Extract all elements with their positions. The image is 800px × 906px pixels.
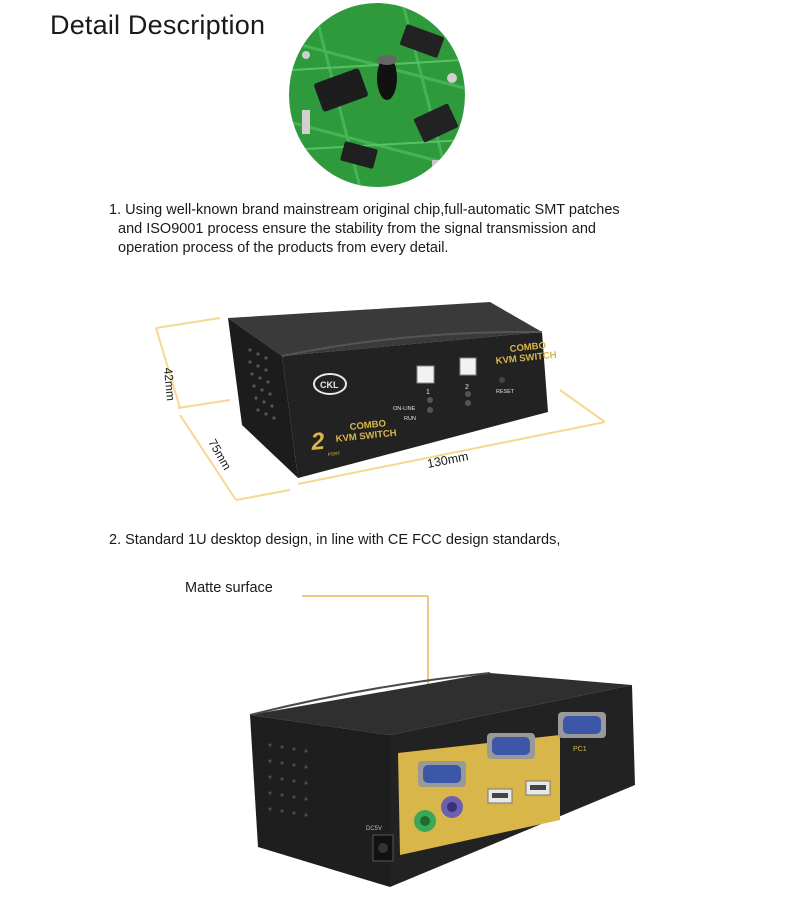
online-label: ON-LINE	[393, 406, 416, 412]
section1-description: 1. Using well-known brand mainstream ori…	[109, 201, 729, 258]
section2-description: 2. Standard 1U desktop design, in line w…	[109, 532, 561, 548]
matte-surface-callout: Matte surface	[185, 580, 273, 596]
front-combo-left: COMBO	[349, 418, 386, 433]
section1-line-1: 1. Using well-known brand mainstream ori…	[109, 202, 620, 218]
dc-power-label: DC5V	[366, 826, 382, 832]
pc2-port-label: PC2	[502, 774, 516, 781]
section1-line-3: operation process of the products from e…	[118, 240, 449, 256]
width-label: 130mm	[426, 449, 470, 471]
dimension-lines	[155, 317, 606, 501]
pc1-port-label: PC1	[573, 746, 587, 753]
section1-line-2: and ISO9001 process ensure the stability…	[118, 221, 596, 237]
depth-label: 75mm	[205, 437, 234, 473]
kvm-front-body	[228, 302, 548, 478]
button2-number: 2	[465, 384, 469, 391]
pcb-photo	[289, 3, 465, 187]
back-device-illustration: PC2 PC1 DC5V	[249, 595, 635, 887]
front-combo-right: COMBO	[509, 340, 546, 355]
button1-number: 1	[426, 389, 430, 396]
reset-label: RESET	[496, 389, 515, 395]
page-title: Detail Description	[50, 10, 266, 40]
brand-logo: CKL	[320, 380, 339, 390]
run-label: RUN	[404, 416, 416, 422]
front-device-illustration: 42mm 75mm 130mm CKL COMBO KVM SWITCH 2 P…	[155, 302, 606, 501]
height-label: 42mm	[161, 367, 178, 401]
port-count: 2	[309, 428, 327, 456]
port-word: PORT	[328, 451, 341, 457]
kvm-back-body	[249, 672, 635, 887]
